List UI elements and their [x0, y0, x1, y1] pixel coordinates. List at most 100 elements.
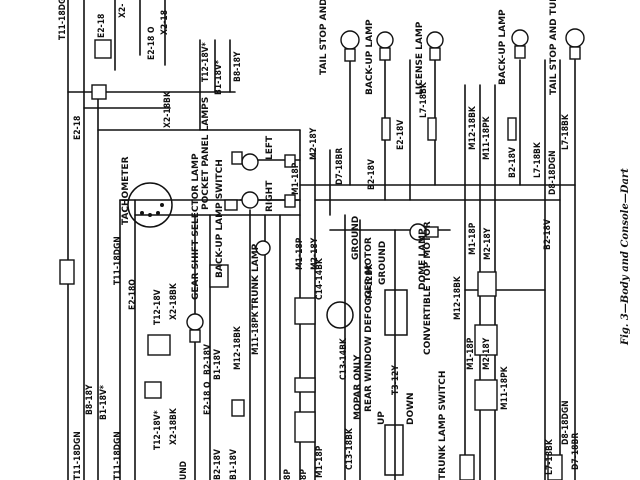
wire-label: T4-12BK — [365, 263, 375, 300]
caption-defogger: REAR WINDOW DEFOGGER MOTOR — [364, 237, 374, 412]
gear-selector-lamp-icon — [186, 313, 204, 343]
wire-label: B2-18V — [213, 449, 223, 480]
wire-label: B2-18V — [367, 159, 377, 190]
wire-label: M1-18P — [291, 162, 301, 195]
wire-label: T12-18V — [153, 289, 163, 325]
convertible-motor-icon — [384, 289, 408, 336]
caption-left: LEFT — [265, 135, 275, 160]
wire-label: L7-18BK — [419, 81, 429, 118]
backup-lamp-right-icon — [511, 29, 529, 59]
wire-label: B1-18V* — [99, 385, 109, 420]
wire-label: B2-18V — [543, 219, 553, 250]
caption-ground-2: GROUND — [378, 241, 388, 285]
wire-label: D8-18DGN — [548, 150, 558, 195]
wire-label: M2-18Y — [482, 337, 492, 370]
tail-lamp-left-icon — [340, 30, 360, 62]
wire-label: E2-18 O — [203, 381, 213, 415]
wire-label: T11-18DGN — [113, 431, 123, 480]
wire-label: E2-18O — [128, 279, 138, 310]
caption-mopar-only: MOPAR ONLY — [353, 354, 363, 420]
wire-label: E2-18 — [73, 116, 83, 140]
wire-label: B8-18Y — [233, 51, 243, 82]
caption-backup-lamp-2: BACK-UP LAMP — [498, 9, 508, 85]
wire-label: T12-18V* — [153, 410, 163, 450]
wire-label: X2-18BK — [169, 282, 179, 320]
wire-label: D7-18BR — [335, 148, 345, 185]
wire-label: M12-18BK — [233, 325, 243, 370]
caption-backup-switch: BACK-UP LAMP SWITCH — [215, 159, 225, 278]
caption-trunk-lamp: TRUNK LAMP — [251, 243, 261, 310]
wire-label: X2-18BK — [169, 407, 179, 445]
dome-lamp-icon — [409, 223, 439, 241]
caption-dome-lamp: DOME LAMP — [418, 228, 428, 290]
wire-label: D8-18DGN — [561, 400, 571, 445]
wire-label: M2-18Y — [310, 237, 320, 270]
wire-label: UND — [179, 461, 189, 480]
caption-convertible: CONVERTIBLE TOP MOTOR — [423, 221, 433, 355]
wire-label: T12-18V* — [201, 42, 211, 82]
wire-label: X2-18BK — [163, 90, 173, 128]
wire-label: M12-18BK — [453, 275, 463, 320]
wire-label: B1-18V — [213, 349, 223, 380]
wire-label: E2-18V — [396, 120, 406, 150]
wire-label: T3-12Y — [391, 365, 401, 395]
caption-ground-1: GROUND — [351, 216, 361, 260]
wire-label: B2-18V — [508, 147, 518, 178]
wire-label: L7-18BK — [561, 113, 571, 150]
license-lamp-icon — [426, 31, 444, 61]
caption-tachometer: TACHOMETER — [121, 156, 131, 225]
wire-label: B8-18Y — [85, 384, 95, 415]
wire-label: 8P — [283, 469, 293, 480]
backup-lamp-left-icon — [376, 31, 394, 61]
wire-label: M11-18PK — [251, 310, 261, 355]
wire-label: C13-18BK — [345, 427, 355, 470]
lamps — [186, 28, 585, 343]
caption-license-lamp: LICENSE LAMP — [415, 21, 425, 95]
wire-label: X2- — [118, 4, 128, 18]
wire-label: T11-18DGN — [58, 0, 68, 40]
wire-label: M1-18P — [466, 337, 476, 370]
top-switch-icon — [384, 424, 404, 476]
wire-label: C13-14BK — [339, 337, 349, 380]
wire-label: E2-18 — [97, 14, 107, 38]
wire-label: D7-18BR — [571, 433, 581, 470]
wire-label: B1-18V — [229, 449, 239, 480]
pocket-lamp-right-icon — [241, 191, 259, 209]
figure-caption: Fig. 3—Body and Console—Dart — [620, 168, 631, 346]
pocket-lamp-left-icon — [241, 153, 259, 171]
wire-label: B2-18V — [203, 344, 213, 375]
wire-label: E2-18 O — [147, 26, 157, 60]
wire-label: T11-18DGN — [73, 431, 83, 480]
wire-label: M12-18BK — [468, 105, 478, 150]
wire-label: T11-18DGN — [113, 236, 123, 285]
caption-trunk-switch: TRUNK LAMP SWITCH — [438, 371, 448, 480]
wire-label: M11-18PK — [482, 115, 492, 160]
wire-labels: T11-18DGN E2-18 X2- E2-18 O X2-18 T12-18… — [58, 0, 581, 480]
component-captions: TAIL STOP AND TURN SIGNAL BACK-UP LAMP L… — [121, 0, 559, 480]
tail-lamp-right-icon — [565, 28, 585, 60]
wire-label: B1-18V* — [214, 60, 224, 95]
wire-label: M2-18Y — [483, 227, 493, 260]
caption-pocket-panel-lamps: POCKET PANEL LAMPS — [201, 97, 211, 210]
wire-label: L7-18BK — [533, 141, 543, 178]
caption-tail-stop-turn-1: TAIL STOP AND TURN SIGNAL — [319, 0, 329, 75]
wire-label: 8P — [299, 469, 309, 480]
wire-label: X2-18 — [160, 10, 170, 35]
caption-down: DOWN — [406, 392, 416, 425]
wire-label: M2-18Y — [309, 127, 319, 160]
connectors — [59, 39, 563, 480]
wire-label: M1-18P — [468, 222, 478, 255]
wire-label: M11-18PK — [500, 365, 510, 410]
wire-label: M1-18P — [315, 445, 325, 478]
tachometer-icon — [127, 182, 173, 228]
wire-label: C14-14BK — [315, 257, 325, 300]
caption-up: UP — [377, 411, 387, 425]
caption-backup-lamp-1: BACK-UP LAMP — [365, 19, 375, 95]
wire-label: L7-18BK — [545, 438, 555, 475]
caption-tail-stop-turn-2: TAIL STOP AND TURN SIGNAL — [549, 0, 559, 95]
trunk-lamp-icon — [255, 240, 271, 256]
caption-right: RIGHT — [265, 180, 275, 212]
wire-label: M1-18P — [295, 237, 305, 270]
caption-gear-shift: GEAR SHIFT SELECTOR LAMP — [191, 153, 201, 300]
